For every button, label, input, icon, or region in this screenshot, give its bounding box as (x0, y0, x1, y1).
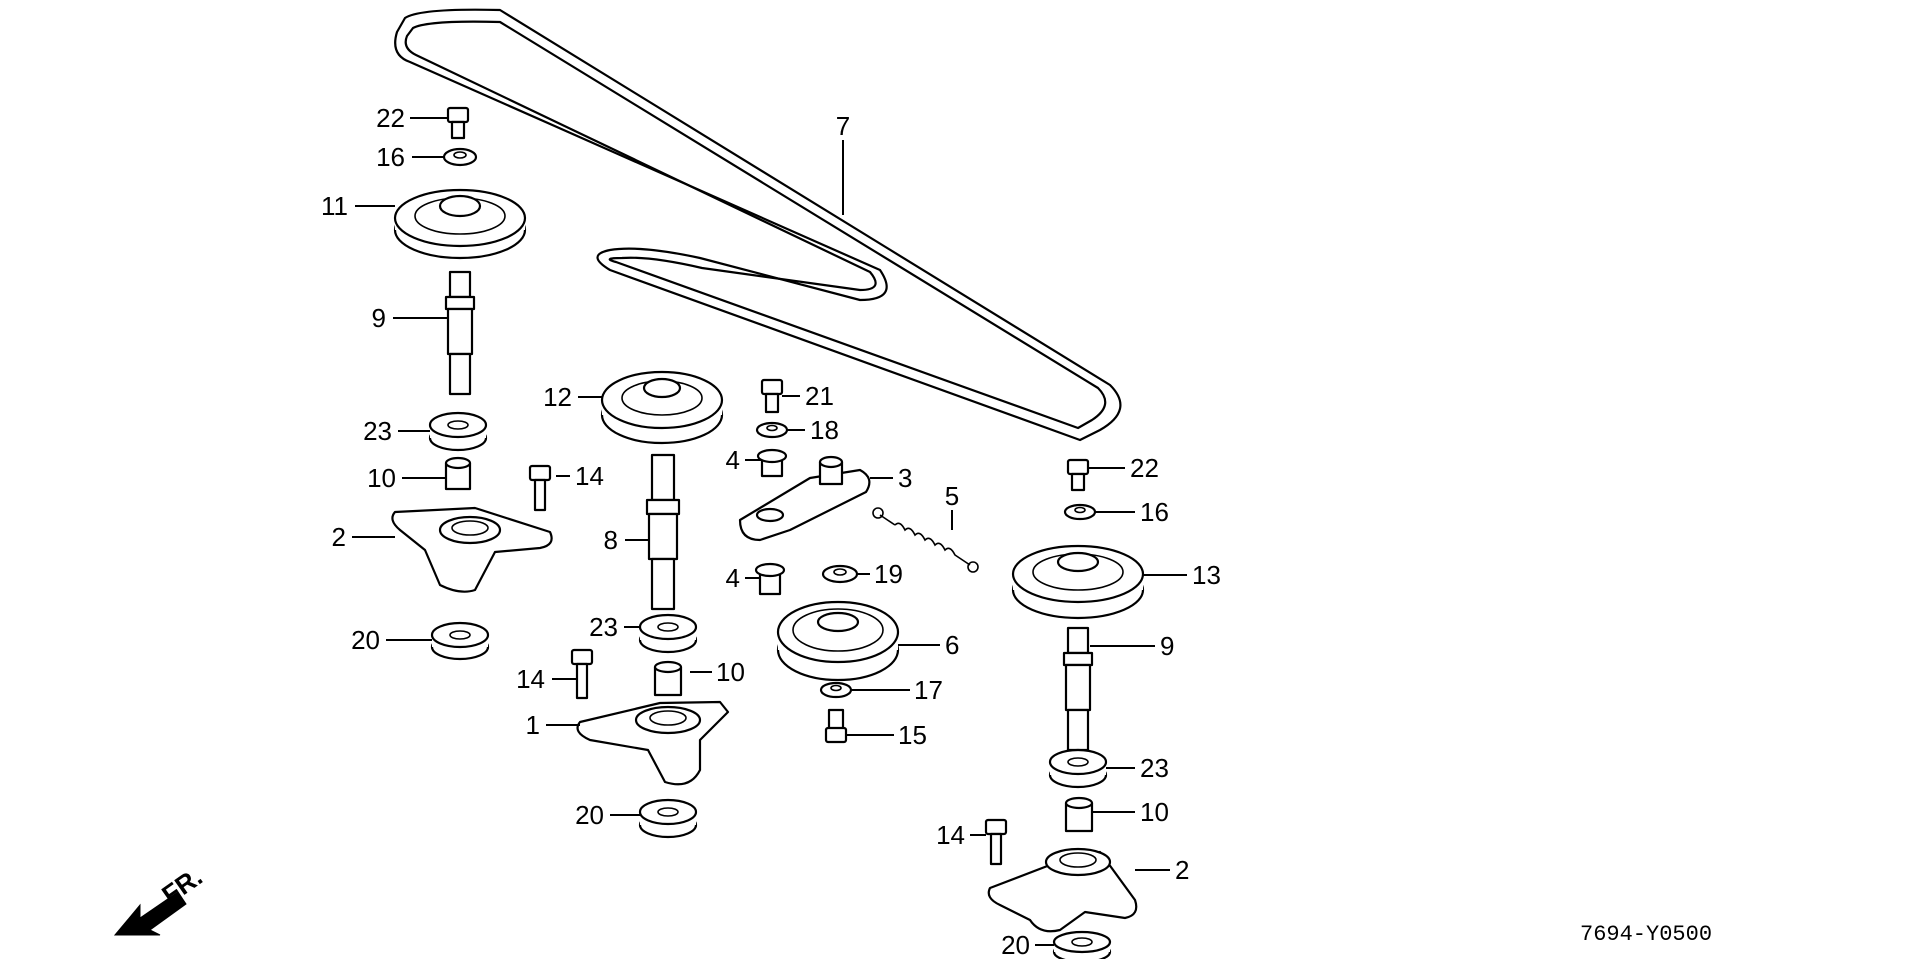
drive-belt-7 (394, 8, 1122, 442)
svg-text:5: 5 (945, 481, 959, 511)
svg-text:13: 13 (1192, 560, 1221, 590)
svg-text:20: 20 (1001, 930, 1030, 959)
figure-code: 7694-Y0500 (1580, 922, 1712, 947)
pulley-12: 12 (543, 370, 724, 445)
svg-text:1: 1 (526, 710, 540, 740)
spindle-housing-1: 1 (526, 700, 730, 786)
svg-text:10: 10 (367, 463, 396, 493)
svg-text:4: 4 (726, 563, 740, 593)
svg-text:14: 14 (516, 664, 545, 694)
svg-text:11: 11 (321, 191, 348, 221)
svg-text:23: 23 (1140, 753, 1169, 783)
svg-text:10: 10 (1140, 797, 1169, 827)
bearing-23-left: 23 (363, 411, 488, 452)
washer-18: 18 (755, 415, 839, 445)
svg-text:14: 14 (575, 461, 604, 491)
spindle-housing-2-left: 2 (332, 506, 553, 593)
washer-17: 17 (819, 675, 943, 705)
bearing-23-center: 23 (589, 612, 698, 654)
pulley-11: 11 (321, 188, 527, 260)
svg-text:10: 10 (716, 657, 745, 687)
washer-16-right: 16 (1063, 497, 1169, 527)
tension-spring-5: 5 (872, 481, 979, 573)
washer-19: 19 (821, 559, 903, 589)
pulley-13: 13 (1011, 544, 1221, 620)
svg-text:2: 2 (332, 522, 346, 552)
shaft-8: 8 (604, 453, 681, 611)
svg-text:9: 9 (1160, 631, 1174, 661)
svg-text:6: 6 (945, 630, 959, 660)
svg-text:20: 20 (575, 800, 604, 830)
collar-4-bottom: 4 (726, 562, 786, 596)
bearing-20-left: 20 (351, 621, 490, 661)
flange-bolt-22: 22 (376, 103, 470, 140)
shaft-9-left: 9 (372, 270, 476, 396)
svg-text:22: 22 (376, 103, 405, 133)
spindle-housing-2-right: 2 (987, 847, 1189, 933)
front-direction-arrow: FR. (113, 861, 208, 936)
spacer-10-center: 10 (653, 657, 745, 697)
flange-bolt-14-right: 14 (936, 818, 1008, 866)
svg-text:2: 2 (1175, 855, 1189, 885)
svg-text:22: 22 (1130, 453, 1159, 483)
svg-text:17: 17 (914, 675, 943, 705)
spacer-10-right: 10 (1064, 796, 1169, 833)
idler-pulley-6: 6 (776, 600, 959, 682)
svg-text:20: 20 (351, 625, 380, 655)
svg-text:16: 16 (376, 142, 405, 172)
callout-7: 7 (836, 111, 850, 215)
svg-text:9: 9 (372, 303, 386, 333)
flange-bolt-14-top: 14 (528, 461, 604, 512)
svg-text:15: 15 (898, 720, 927, 750)
svg-text:4: 4 (726, 445, 740, 475)
washer-16: 16 (376, 142, 478, 172)
svg-text:18: 18 (810, 415, 839, 445)
bearing-20-right: 20 (1001, 930, 1112, 959)
svg-text:12: 12 (543, 382, 572, 412)
flange-bolt-14-center: 14 (516, 648, 594, 700)
svg-text:23: 23 (363, 416, 392, 446)
svg-text:21: 21 (805, 381, 834, 411)
svg-text:19: 19 (874, 559, 903, 589)
bearing-23-right: 23 (1048, 748, 1169, 789)
flange-bolt-22-right: 22 (1066, 453, 1159, 492)
flange-bolt-21: 21 (760, 378, 834, 414)
svg-text:23: 23 (589, 612, 618, 642)
svg-text:16: 16 (1140, 497, 1169, 527)
shaft-9-right: 9 (1062, 626, 1174, 752)
svg-text:14: 14 (936, 820, 965, 850)
idler-arm-3: 3 (738, 455, 912, 542)
collar-4-top: 4 (726, 445, 788, 478)
bearing-20-center: 20 (575, 798, 698, 839)
flange-bolt-15: 15 (824, 708, 927, 750)
svg-text:8: 8 (604, 525, 618, 555)
spacer-10-left: 10 (367, 456, 472, 493)
svg-text:3: 3 (898, 463, 912, 493)
svg-text:7: 7 (836, 111, 850, 141)
